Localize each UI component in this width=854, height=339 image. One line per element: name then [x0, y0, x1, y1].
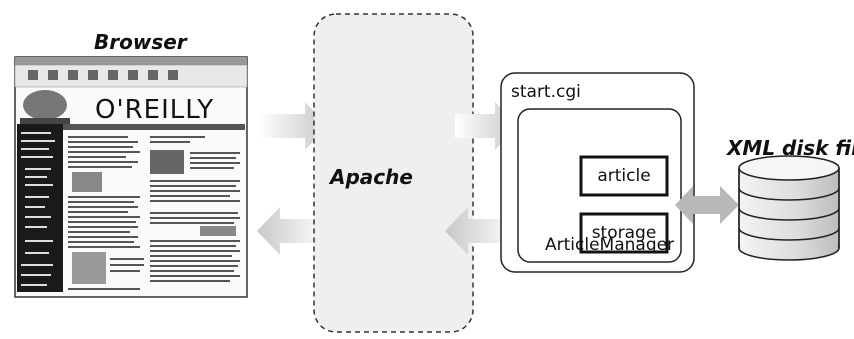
storage-box — [579, 212, 669, 254]
article-manager-label: ArticleManager — [545, 235, 675, 255]
xml-disk-files-label: XML disk files — [727, 136, 854, 160]
response-arrow-cgi-to-apache — [445, 207, 518, 255]
request-arrow-browser-to-apache — [258, 102, 328, 150]
apache-box — [313, 13, 474, 333]
article-label: article — [597, 166, 651, 186]
browser-label: Browser — [94, 30, 187, 54]
browser-window — [14, 56, 248, 298]
article-box — [579, 155, 669, 197]
database-cylinder-icon — [738, 155, 840, 261]
storage-disk-arrow — [675, 186, 739, 224]
storage-label: storage — [591, 223, 657, 243]
response-arrow-apache-to-browser — [257, 207, 328, 255]
browser-brand-logo: O'REILLY — [95, 95, 215, 125]
apache-label: Apache — [330, 165, 413, 189]
start-cgi-label: start.cgi — [511, 82, 581, 102]
